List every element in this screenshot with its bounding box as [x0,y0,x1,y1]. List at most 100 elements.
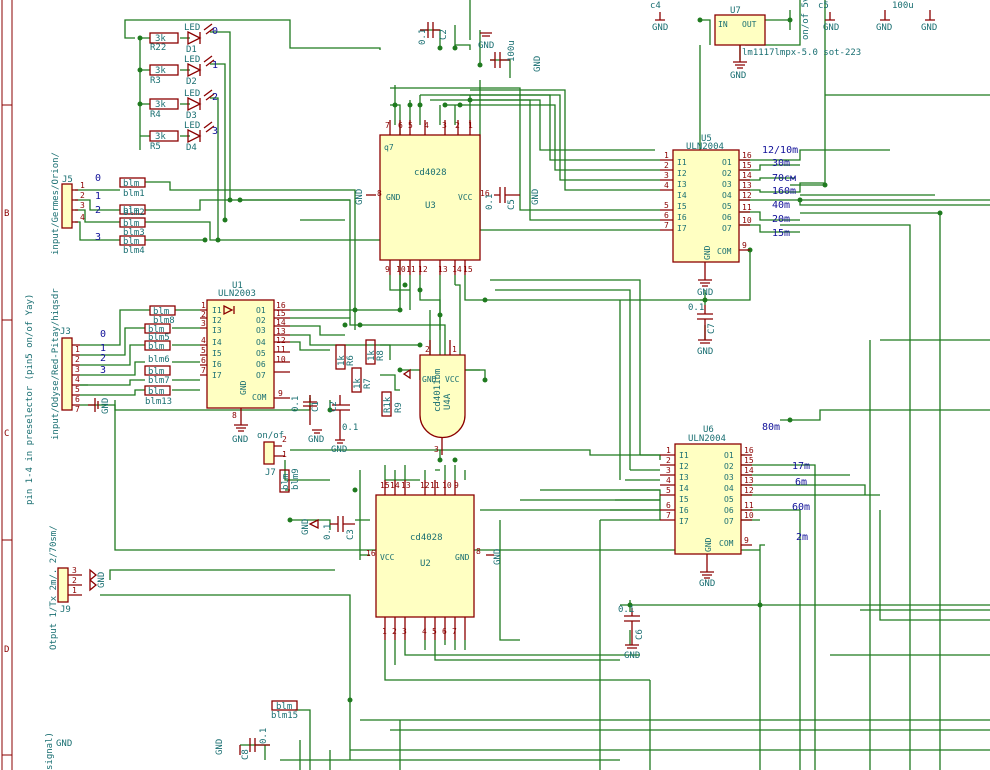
svg-text:IN: IN [718,20,728,29]
resistor-r22: 3k R22 [149,32,179,53]
svg-text:blm: blm [123,219,139,229]
svg-text:3k: 3k [155,34,166,44]
svg-text:C3: C3 [346,529,356,540]
svg-text:I7: I7 [212,371,222,380]
bottom-left-label: signal) GND [45,732,72,770]
side-note: pin 1-4 in preselector (pin5 on/of Yay) [25,294,35,505]
svg-text:C8: C8 [241,749,251,760]
svg-text:9: 9 [744,536,749,545]
svg-text:8: 8 [377,189,382,198]
svg-text:16: 16 [744,446,754,455]
svg-text:7: 7 [452,627,457,636]
svg-text:4: 4 [664,181,669,190]
svg-text:O7: O7 [724,517,734,526]
svg-text:10: 10 [276,355,286,364]
led-d4: LED D4 3 [184,121,218,153]
svg-text:11: 11 [742,203,752,212]
svg-text:4: 4 [80,213,85,222]
svg-text:3k: 3k [155,132,166,142]
svg-text:7: 7 [75,405,80,414]
led-d3: LED D3 2 [184,89,218,121]
svg-text:blm3: blm3 [123,228,145,238]
svg-text:blm7: blm7 [148,376,170,386]
border-row-d: D [4,645,9,655]
svg-text:on/of 5v: on/of 5v [801,0,811,40]
capacitor-c7: 0.1 C7 GND [688,303,717,357]
svg-text:11: 11 [276,345,286,354]
capacitor-100u: 100u GND [490,40,543,72]
band-6m: 6m [795,477,807,488]
svg-text:1: 1 [664,151,669,160]
svg-text:I5: I5 [212,349,222,358]
svg-text:D3: D3 [186,111,197,121]
svg-text:cd4028: cd4028 [410,533,443,543]
svg-text:13: 13 [744,476,754,485]
svg-text:1: 1 [95,191,101,202]
svg-text:1: 1 [201,301,206,310]
svg-text:14: 14 [276,318,286,327]
svg-text:2: 2 [666,456,671,465]
svg-text:I2: I2 [677,169,687,178]
svg-text:10: 10 [442,481,452,490]
svg-text:R3: R3 [150,76,161,86]
svg-text:15: 15 [742,161,752,170]
svg-text:I5: I5 [679,495,689,504]
svg-text:I4: I4 [677,191,687,200]
svg-text:COM: COM [717,247,732,256]
band-17m: 17m [792,461,810,472]
svg-text:O4: O4 [256,338,266,347]
svg-text:signal): signal) [45,732,55,770]
svg-text:blm: blm [148,367,164,377]
svg-text:blm: blm [281,474,291,490]
svg-text:14: 14 [742,171,752,180]
svg-text:13: 13 [742,181,752,190]
svg-text:O5: O5 [724,495,734,504]
svg-text:1: 1 [72,586,77,595]
band-2m: 2m [796,532,808,543]
svg-text:GND: GND [703,245,712,260]
svg-text:9: 9 [454,481,459,490]
led-section: 3k R22 3k R3 3k R4 3k R5 LED D1 0 LED D2 [149,23,218,153]
svg-text:3: 3 [664,171,669,180]
svg-text:1k: 1k [353,378,363,389]
svg-text:blm: blm [148,387,164,397]
svg-text:C6: C6 [635,629,645,640]
svg-text:2: 2 [282,435,287,444]
svg-text:blm2: blm2 [123,208,145,218]
svg-text:GND: GND [697,288,713,298]
svg-text:11: 11 [744,501,754,510]
regulator-u7: U7 IN OUT lm1117lmpx-5.0 sot-223 GND on/… [714,0,861,81]
svg-text:100u: 100u [892,1,914,11]
svg-text:Otput 1/Tx 2m/. 2/70sm/: Otput 1/Tx 2m/. 2/70sm/ [49,525,59,650]
wires [75,0,990,770]
svg-text:VCC: VCC [445,375,460,384]
svg-text:13: 13 [401,481,411,490]
svg-text:3k: 3k [155,66,166,76]
band-80m: 80m [762,422,780,433]
svg-text:1: 1 [452,345,457,354]
svg-text:I1: I1 [677,158,687,167]
svg-text:16: 16 [742,151,752,160]
resistor-r4: 3k R4 [149,98,179,120]
svg-text:8: 8 [232,411,237,420]
svg-text:J9: J9 [60,605,71,615]
svg-text:D1: D1 [186,45,197,55]
band-70cm: 70cм [772,173,796,184]
svg-text:blm: blm [148,342,164,352]
resistor-r3: 3k R3 [149,64,179,86]
svg-text:GND: GND [308,435,324,445]
svg-text:6: 6 [201,356,206,365]
svg-text:GND: GND [56,739,72,749]
svg-text:2: 2 [212,92,218,103]
svg-text:C2: C2 [439,29,449,40]
connector-j5: 12 34 J5 input/Germes/Orion/ 0 1 2 3 [51,152,101,255]
